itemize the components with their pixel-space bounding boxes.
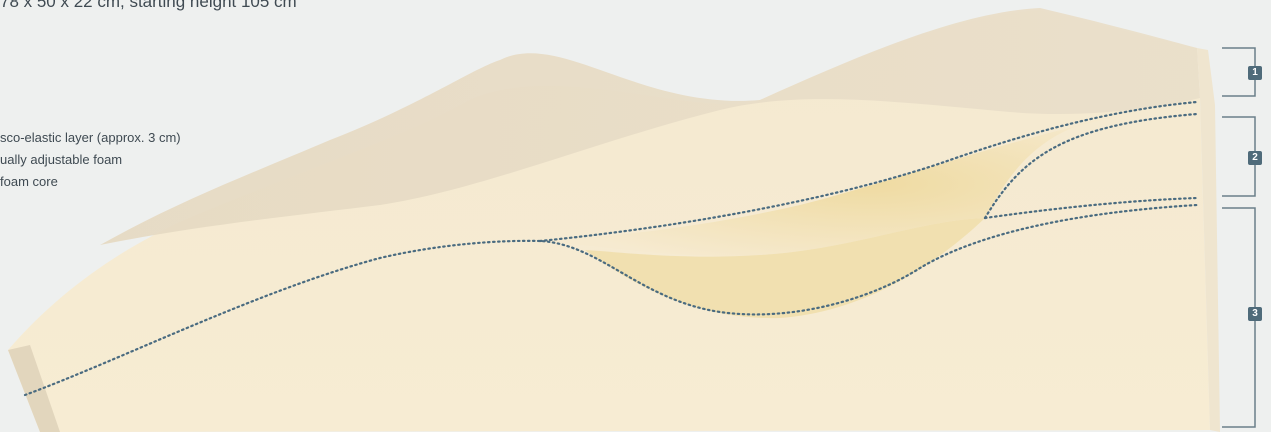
layer-marker-1: 1 [1248, 66, 1262, 80]
layer-brackets [1222, 48, 1255, 427]
layer-marker-3: 3 [1248, 307, 1262, 321]
legend-item-adjustable-foam: ually adjustable foam [0, 149, 181, 171]
dimensions-text: 78 x 50 x 22 cm, starting height 105 cm [0, 0, 297, 12]
layer-marker-2: 2 [1248, 151, 1262, 165]
legend-item-foam-core: foam core [0, 171, 181, 193]
layer-legend: sco-elastic layer (approx. 3 cm) ually a… [0, 127, 181, 193]
legend-item-viscoelastic: sco-elastic layer (approx. 3 cm) [0, 127, 181, 149]
